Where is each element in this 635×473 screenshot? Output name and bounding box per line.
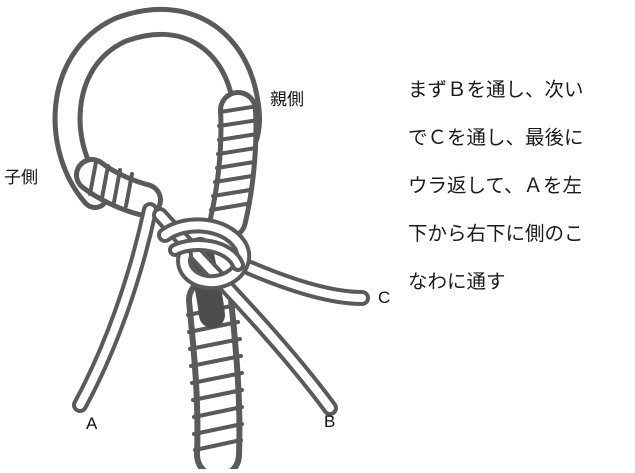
label-c: C <box>378 288 391 307</box>
instruction-line: でＣを通し、最後に <box>408 126 584 149</box>
label-child-side: 子側 <box>4 168 38 188</box>
label-a: A <box>86 414 98 433</box>
instruction-line: ウラ返して、Ａを左 <box>408 174 582 197</box>
label-parent-side: 親側 <box>270 90 304 110</box>
instruction-line: 下から右下に側のこ <box>408 222 584 245</box>
instruction-line: まずＢを通し、次い <box>408 78 584 101</box>
instruction-text: まずＢを通し、次い でＣを通し、最後に ウラ返して、Ａを左 下から右下に側のこ … <box>408 66 633 306</box>
label-b: B <box>324 412 336 431</box>
instruction-line: なわに通す <box>408 270 506 293</box>
